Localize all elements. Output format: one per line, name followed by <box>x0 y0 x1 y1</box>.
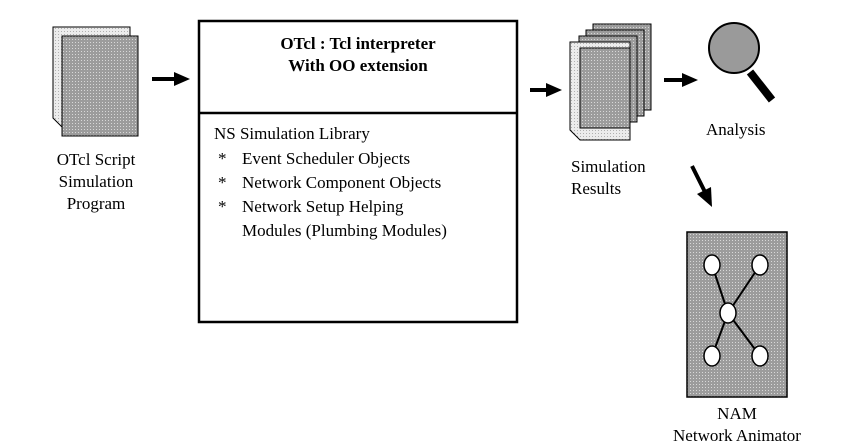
analysis-label: Analysis <box>706 120 766 139</box>
script-document-icon <box>52 26 139 137</box>
arrow-results-to-nam <box>690 165 712 207</box>
library-item-text: Network Setup Helping <box>242 197 404 216</box>
arrow-interpreter-to-results <box>530 83 562 97</box>
interpreter-title-line: With OO extension <box>288 56 428 75</box>
nam-label-line: NAM <box>717 404 757 423</box>
script-label: OTcl Script Simulation Program <box>57 149 136 215</box>
library-item: * Network Component Objects <box>218 172 441 194</box>
nam-label: NAM Network Animator <box>673 403 801 447</box>
results-label-line: Simulation <box>571 157 646 176</box>
script-label-line: Program <box>66 194 126 213</box>
results-label-line: Results <box>571 179 622 198</box>
script-label-line: OTcl Script <box>56 150 136 169</box>
nam-node <box>719 302 737 324</box>
nam-node <box>751 345 769 367</box>
nam-node <box>703 345 721 367</box>
bullet-star: * <box>218 197 227 216</box>
arrow-results-to-analysis <box>664 73 698 87</box>
results-label: Simulation Results <box>571 156 646 200</box>
results-document-stack-icon <box>569 23 652 141</box>
library-heading: NS Simulation Library <box>214 124 370 143</box>
nam-label-line: Network Animator <box>673 426 801 445</box>
library-item-text: Event Scheduler Objects <box>242 149 411 168</box>
arrow-script-to-interpreter <box>152 72 190 86</box>
interpreter-title: OTcl : Tcl interpreter With OO extension <box>280 33 435 77</box>
nam-animator-icon <box>686 231 788 398</box>
interpreter-title-line: OTcl : Tcl interpreter <box>280 34 436 53</box>
bullet-star: * <box>218 149 227 168</box>
magnifier-icon <box>708 22 776 103</box>
nam-node <box>703 254 721 276</box>
bullet-star: * <box>218 173 227 192</box>
library-item: * Network Setup Helping <box>218 196 403 218</box>
interpreter-box <box>197 19 519 324</box>
library-item-text: Network Component Objects <box>242 173 442 192</box>
library-item: * Event Scheduler Objects <box>218 148 410 170</box>
nam-node <box>751 254 769 276</box>
library-item-continuation: Modules (Plumbing Modules) <box>242 221 447 240</box>
script-label-line: Simulation <box>58 172 134 191</box>
